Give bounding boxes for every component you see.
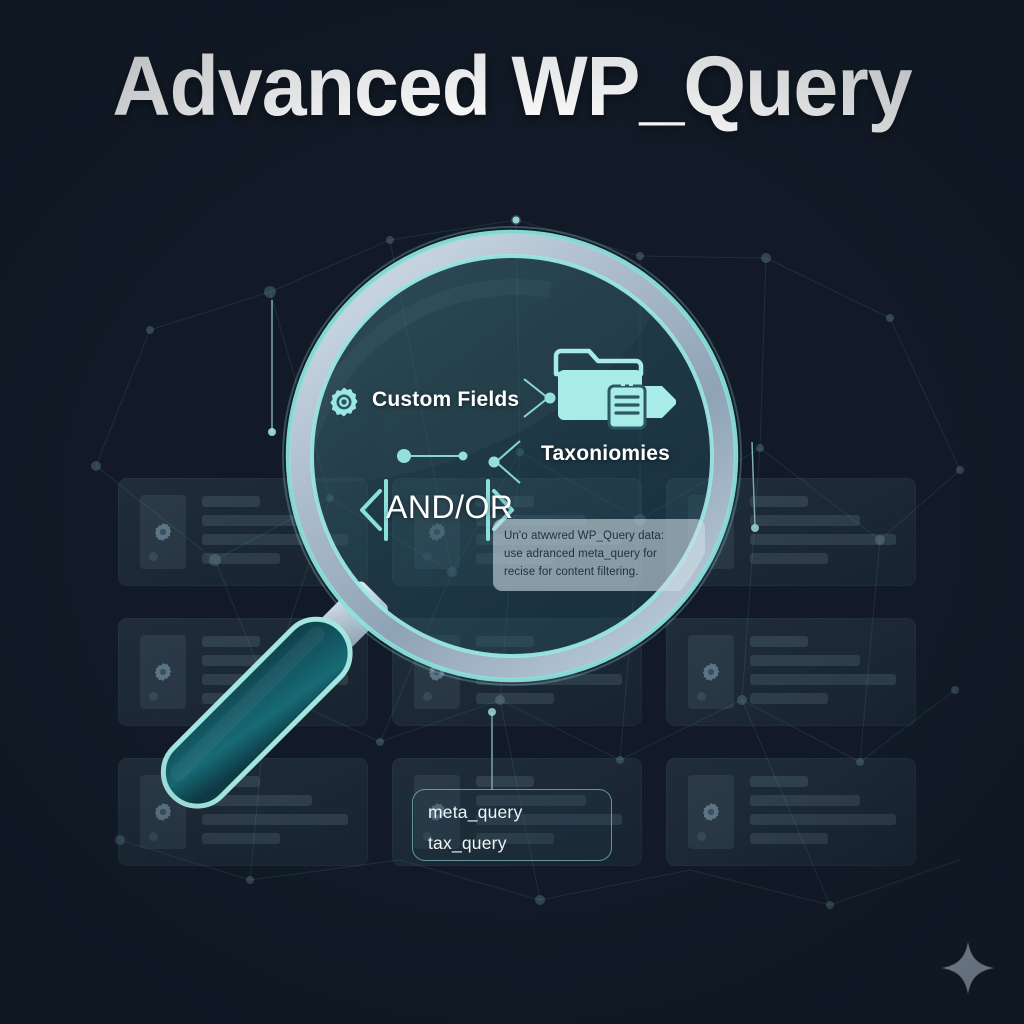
gear-icon [702,663,720,681]
gear-icon [330,387,358,417]
sparkle-star-icon [942,942,994,994]
page-title: Advanced WP_Query [112,39,912,133]
callout-line-2: use adranced meta_query for [504,547,657,560]
content-card[interactable] [666,758,916,866]
folder-tag-icon [553,348,676,430]
card-thumbnail [688,775,734,849]
lens-label-taxonomies: Taxoniomies [541,442,671,465]
callout-panel: Un'o atwwred WP_Query data: use adranced… [493,519,705,592]
gear-icon [154,523,172,541]
card-thumbnail [140,495,186,569]
card-thumb-dot [423,832,432,841]
query-keyword-tax: tax_query [428,833,507,853]
lens-label-custom-fields: Custom Fields [372,388,520,411]
andor-label: AND/OR [386,489,514,525]
callout-line-1: Un'o atwwred WP_Query data: [504,530,665,542]
gear-icon [702,803,720,821]
query-keywords-box[interactable]: meta_query tax_query [412,789,612,861]
lens-connectors [397,378,556,484]
card-thumb-dot [423,692,432,701]
card-thumbnail [688,635,734,709]
gear-icon [154,803,172,821]
gear-icon [428,803,446,821]
card-thumb-dot [149,832,158,841]
gear-icon [154,663,172,681]
card-thumb-dot [697,832,706,841]
query-keyword-meta: meta_query [428,802,523,822]
card-thumbnail [140,635,186,709]
callout-line-3: recise for content filtering. [504,565,639,578]
lens-contents: Custom Fields Taxoniomies AND/OR Un'o at… [296,240,728,672]
card-thumb-dot [149,692,158,701]
content-card[interactable] [666,618,916,726]
card-thumb-dot [149,552,158,561]
card-thumb-dot [697,692,706,701]
card-thumbnail [414,775,460,849]
